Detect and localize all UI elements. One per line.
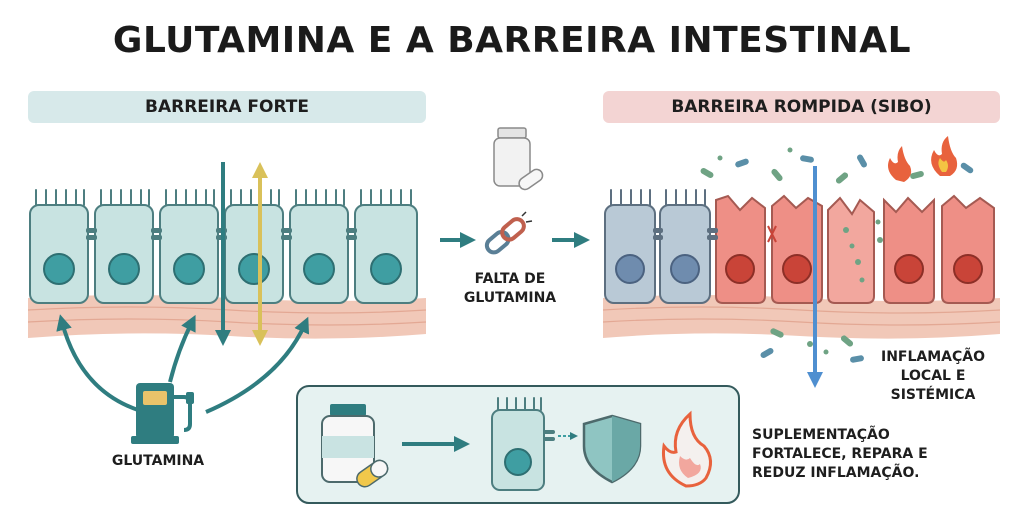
shield-icon (582, 414, 642, 484)
damaged-cell-icon (827, 196, 875, 304)
healthy-cell (224, 204, 284, 304)
inflammation-line: LOCAL E SISTÉMICA (890, 368, 976, 403)
glutamine-pump-icon (131, 383, 194, 444)
tight-junctions (653, 228, 718, 240)
repaired-cell-icon (491, 397, 578, 491)
broken-barrier-header: BARREIRA ROMPIDA (SIBO) (603, 91, 1000, 123)
inflammation-line: INFLAMAÇÃO (880, 349, 986, 365)
glutamine-deficiency-line: FALTA DE (474, 271, 546, 287)
page-title: GLUTAMINA E A BARREIRA INTESTINAL (112, 20, 912, 61)
stressed-cell (659, 204, 711, 304)
supplementation-line: REDUZ INFLAMAÇÃO. (752, 465, 920, 481)
supplement-bottle-icon (321, 404, 389, 488)
healthy-cell (29, 204, 89, 304)
supplementation-label: SUPLEMENTAÇÃO FORTALECE, REPARA E REDUZ … (752, 426, 952, 483)
healthy-cell (94, 204, 154, 304)
inflammation-label: INFLAMAÇÃO LOCAL E SISTÉMICA (858, 348, 1008, 405)
glutamine-deficiency-label: FALTA DE GLUTAMINA (440, 270, 580, 308)
glutamine-arrow-center (168, 314, 196, 383)
microvilli (35, 189, 412, 206)
right-cell-row (604, 189, 995, 304)
supplement-bottle-icon (493, 127, 544, 191)
glutamine-arrow-right (205, 316, 310, 414)
flame-icon (888, 136, 958, 182)
healthy-cell (354, 204, 418, 304)
glutamine-deficiency-line: GLUTAMINA (463, 290, 557, 306)
right-tissue-layer (602, 295, 1001, 339)
supplementation-line: SUPLEMENTAÇÃO (752, 427, 890, 443)
microvilli (610, 189, 706, 206)
junction-break (767, 225, 777, 243)
glutamine-arrow-left (56, 314, 139, 412)
glutamine-label: GLUTAMINA (111, 453, 205, 469)
broken-chain-icon (484, 211, 533, 255)
strong-barrier-header: BARREIRA FORTE (28, 91, 426, 123)
healthy-cell (289, 204, 349, 304)
stressed-cell (604, 204, 656, 304)
damaged-cell-icon (883, 196, 935, 304)
damaged-cell-icon (715, 194, 766, 304)
healthy-cell (159, 204, 219, 304)
flame-icon (661, 410, 712, 488)
bacteria-cluster (700, 147, 974, 363)
left-tissue-layer (27, 295, 427, 339)
damaged-cell-icon (941, 194, 995, 304)
supplementation-line: FORTALECE, REPARA E (752, 446, 928, 462)
